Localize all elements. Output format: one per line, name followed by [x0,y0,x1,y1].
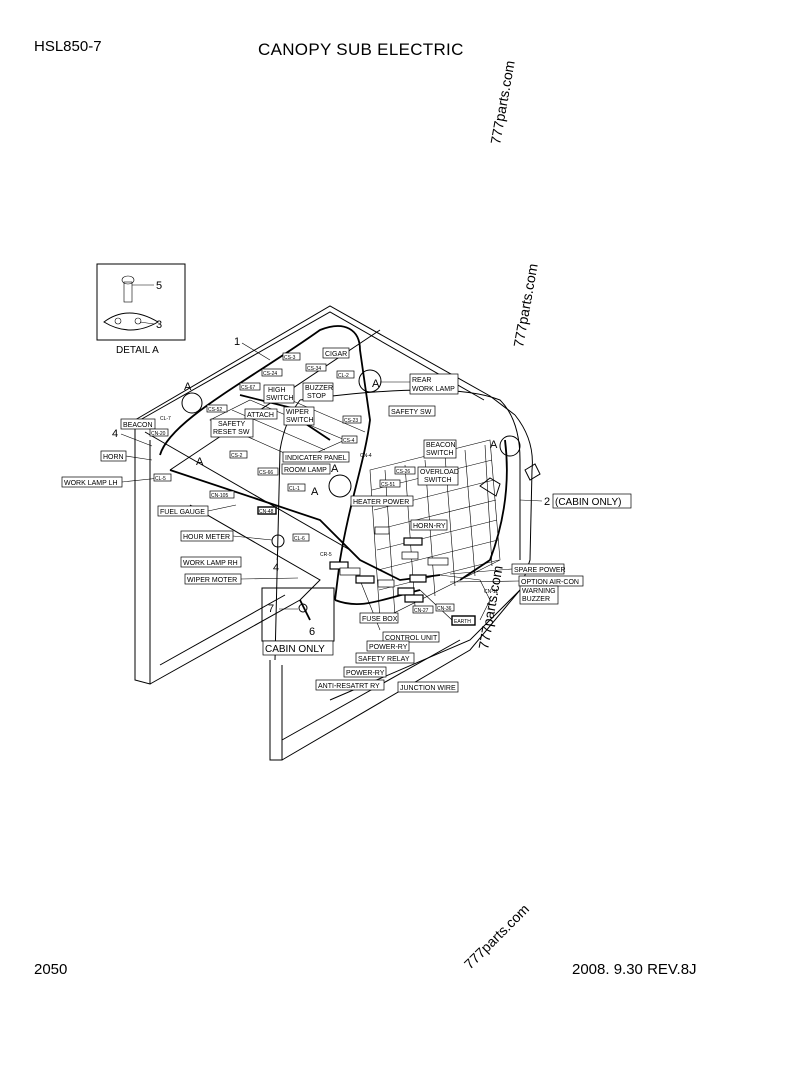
conn-cs2: CS-2 [231,453,243,459]
watermark-1: 777parts.com [487,59,517,145]
callout-a-2: A [196,456,204,468]
label-work-lamp-rh: WORK LAMP RH [183,560,238,567]
detail-part-5: 5 [156,280,162,292]
connector-tags: CS-3 CS-24 CS-34 CL-2 CS-67 CS-52 CL-7 C… [149,352,498,614]
label-overload: OVERLOAD [420,469,459,476]
label-heater-power: HEATER POWER [353,499,409,506]
conn-cs3: CS-3 [284,355,296,361]
label-safety-sw: SAFETY SW [391,409,432,416]
label-indicater-panel: INDICATER PANEL [285,455,347,462]
conn-cl2: CL-2 [338,373,349,379]
conn-cs34: CS-34 [307,366,321,372]
page-number: 2050 [34,961,68,978]
label-hour-meter: HOUR METER [183,534,230,541]
callout-a-4: A [331,463,339,475]
callout-4-center: 4 [273,562,279,574]
detail-caption: DETAIL A [116,345,159,356]
label-beacon-switch: SWITCH [426,450,454,457]
model-number: HSL850-7 [34,38,102,55]
label-horn-ry: HORN-RY [413,523,446,530]
callouts: 1 2 (CABIN ONLY) 4 4 6 7 CABIN ONLY A A … [112,336,632,656]
conn-cs52: CS-52 [208,407,222,413]
page-title: CANOPY SUB ELECTRIC [258,40,464,59]
label-fuse-box: FUSE BOX [362,616,398,623]
conn-cs4: CS-4 [343,438,355,444]
component-labels: CIGAR REAR WORK LAMP SAFETY SW BUZZER ST… [61,347,584,693]
label-control-unit: CONTROL UNIT [385,635,438,642]
callout-2: 2 [544,496,550,508]
detail-a: 5 3 DETAIL A [96,263,186,356]
cabin-only-label: CABIN ONLY [265,644,325,655]
label-power-ry-2: POWER-RY [346,670,385,677]
conn-cr5: CR-5 [320,552,332,558]
conn-cs51: CS-51 [381,482,395,488]
conn-cn105: CN-105 [211,493,228,499]
label-horn: HORN [103,454,124,461]
conn-cn20: CN-20 [151,431,166,437]
detail-part-3: 3 [156,319,162,331]
callout-2-note: (CABIN ONLY) [555,497,622,508]
label-wiper: WIPER [286,409,309,416]
label-rear-2: WORK LAMP [412,386,455,393]
conn-cl6: CL-6 [294,536,305,542]
label-anti-restart-ry: ANTI-RESATRT RY [318,683,380,690]
label-warning: WARNING [522,588,556,595]
conn-cn11: CN-11 [484,589,498,595]
label-room-lamp: ROOM LAMP [284,467,327,474]
revision-date: 2008. 9.30 REV.8J [572,961,697,978]
callout-a-3: A [372,378,380,390]
watermark-2: 777parts.com [510,262,540,348]
conn-cl1: CL-1 [289,486,300,492]
callout-4-left: 4 [112,428,118,440]
conn-cl5: CL-5 [155,476,166,482]
label-safety: SAFETY [218,421,246,428]
label-wiper-moter: WIPER MOTER [187,577,237,584]
label-power-ry-1: POWER-RY [369,644,408,651]
label-safety-relay: SAFETY RELAY [358,656,410,663]
label-junction-wire: JUNCTION WIRE [400,685,456,692]
label-rear-1: REAR [412,377,431,384]
label-switch: SWITCH [266,395,294,402]
conn-cn48: CN-48 [259,509,274,515]
label-earth: EARTH [454,619,471,625]
label-warning-buzzer: BUZZER [522,596,550,603]
label-overload-switch: SWITCH [424,477,452,484]
label-work-lamp-lh: WORK LAMP LH [64,480,118,487]
label-option-aircon: OPTION AIR-CON [521,579,579,586]
callout-a-5: A [311,486,319,498]
conn-cl7: CL-7 [160,416,171,422]
wire-harness [159,325,508,631]
callout-1: 1 [234,336,240,348]
label-attach: ATTACH [247,412,274,419]
label-stop: STOP [307,393,326,400]
callout-a-1: A [184,381,192,393]
label-beacon-2: BEACON [426,442,456,449]
conn-cs67: CS-67 [241,385,255,391]
callout-6: 6 [309,626,315,638]
conn-cn4: CN-4 [360,453,372,459]
label-beacon: BEACON [123,422,153,429]
conn-cs23: CS-23 [344,418,358,424]
label-buzzer: BUZZER [305,385,333,392]
label-fuel-gauge: FUEL GAUGE [160,509,205,516]
callout-a-6: A [490,439,498,451]
callout-7: 7 [268,603,274,615]
label-reset-sw: RESET SW [213,429,250,436]
conn-cn36: CN-36 [437,606,452,612]
label-high: HIGH [268,387,286,394]
label-spare-power: SPARE POWER [514,567,566,574]
conn-cs26: CS-26 [396,469,410,475]
label-wiper-switch: SWITCH [286,417,314,424]
conn-cs66: CS-66 [259,470,273,476]
conn-cs24: CS-24 [263,371,277,377]
watermark-4: 777parts.com [461,901,532,972]
label-cigar: CIGAR [325,351,347,358]
conn-cn27: CN-27 [414,608,429,614]
